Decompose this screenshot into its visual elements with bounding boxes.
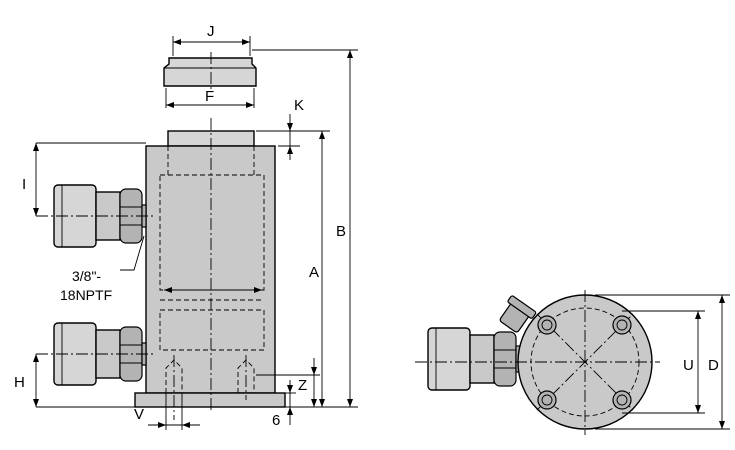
bolt-top-right	[612, 315, 632, 335]
saddle	[163, 52, 257, 92]
top-view-coupler	[427, 327, 523, 391]
label-A: A	[309, 264, 319, 281]
bolt-bottom-left	[537, 390, 557, 410]
lower-coupler	[36, 322, 156, 386]
label-K: K	[294, 97, 304, 114]
upper-coupler	[36, 184, 156, 248]
cylinder-body	[145, 145, 276, 394]
label-B: B	[336, 223, 346, 240]
angled-fitting	[499, 295, 537, 333]
side-view: J F K B A I H Z V 6 3/8"- 18NPTF	[14, 23, 358, 430]
top-view: U D	[415, 290, 730, 435]
label-D: D	[708, 357, 719, 374]
label-V: V	[134, 406, 144, 423]
label-U: U	[683, 357, 694, 374]
bolt-top-left	[537, 315, 557, 335]
label-J: J	[207, 23, 215, 40]
label-six: 6	[272, 412, 280, 429]
label-F: F	[205, 88, 214, 105]
label-H: H	[14, 374, 25, 391]
bolt-bottom-right	[612, 390, 632, 410]
port-thread-label-line1: 3/8"-	[72, 268, 101, 284]
label-Z: Z	[298, 377, 307, 394]
label-I: I	[22, 176, 26, 193]
base-plate	[134, 392, 286, 408]
port-thread-label-line2: 18NPTF	[60, 287, 112, 303]
